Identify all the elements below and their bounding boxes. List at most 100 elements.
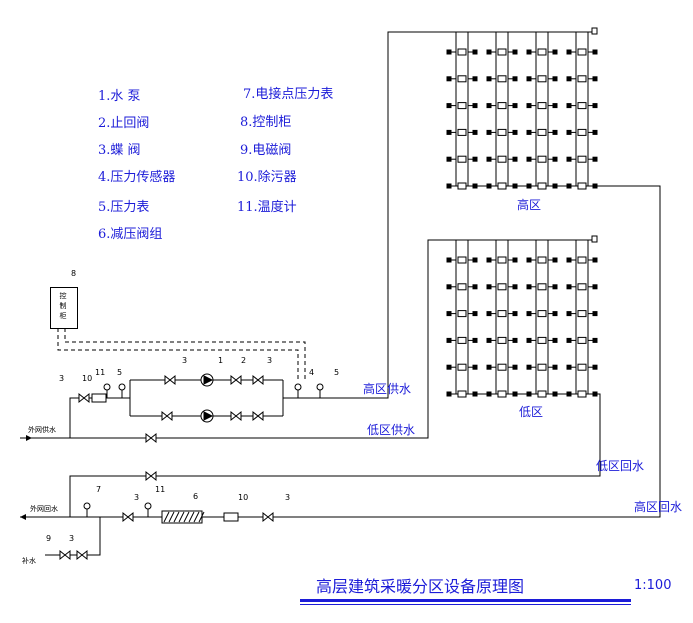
low-zone-radiator-2-2 (537, 310, 547, 318)
low-zone-valve-r-2-3 (552, 337, 558, 343)
butterfly-valve-return-1-body (122, 511, 134, 523)
high-zone-valve-r-3-3 (592, 129, 598, 135)
flow-arrow-supply (26, 435, 32, 441)
low-zone-valve-r-3-3 (592, 337, 598, 343)
butterfly-valve-upper-1-body (164, 374, 176, 386)
low-zone-grid (446, 235, 598, 398)
low-zone-valve-r-2-5 (552, 391, 558, 397)
low-zone-valve-r-1-4 (512, 364, 518, 370)
high-zone-valve-r-2-2 (552, 103, 558, 109)
tag-11-a: 11 (95, 368, 106, 377)
pipe-label-low-supply: 低区供水 (367, 423, 416, 437)
low-zone-radiator-1-2 (497, 310, 507, 318)
low-zone-radiator-2-4 (537, 363, 547, 371)
butterfly-valve-low-supply (145, 432, 157, 444)
low-zone-valve-r-1-2 (512, 311, 518, 317)
low-zone-radiator-0-1 (457, 283, 467, 291)
low-zone-valve-2-0 (526, 257, 532, 263)
pipe-label-low-return: 低区回水 (596, 459, 645, 473)
high-zone-radiator-3-1 (577, 75, 587, 83)
tag-2: 2 (241, 356, 247, 365)
high-zone-radiator-3-0 (577, 48, 587, 56)
low-zone-radiator-0-2 (457, 310, 467, 318)
low-zone-valve-r-3-5 (592, 391, 598, 397)
low-zone-radiator-2-1 (537, 283, 547, 291)
high-zone-valve-1-2 (486, 103, 492, 109)
tag-11-b: 11 (155, 485, 166, 494)
high-zone-valve-3-5 (566, 183, 572, 189)
butterfly-valve-low-return (145, 470, 157, 482)
high-zone-valve-0-4 (446, 156, 452, 162)
tag-3-c: 3 (59, 374, 65, 383)
tag-3-f: 3 (69, 534, 75, 543)
solenoid-valve-body (59, 549, 71, 561)
pressure-gauge-outlet (316, 383, 324, 398)
low-zone-valve-r-0-1 (472, 284, 478, 290)
low-zone-air-vent (591, 235, 598, 243)
butterfly-valve-upper-2 (252, 374, 264, 386)
title-underline-thin (300, 604, 631, 605)
high-zone-valve-1-0 (486, 49, 492, 55)
pressure-gauge-outlet-dial (316, 383, 324, 391)
low-zone-valve-3-4 (566, 364, 572, 370)
reducer-hatch-7 (198, 511, 205, 523)
pump-1 (200, 373, 214, 387)
high-zone-valve-2-5 (526, 183, 532, 189)
reducer-hatch-1 (168, 511, 175, 523)
low-zone-valve-1-2 (486, 311, 492, 317)
high-zone-valve-r-1-5 (512, 183, 518, 189)
high-zone-radiator-0-3 (457, 128, 467, 136)
pump-1-arrow (203, 375, 214, 385)
tag-3-d: 3 (134, 493, 140, 502)
high-zone-valve-r-3-0 (592, 49, 598, 55)
pressure-gauge-inlet (118, 383, 126, 398)
high-zone-valve-3-4 (566, 156, 572, 162)
high-zone-valve-r-2-4 (552, 156, 558, 162)
drawing-title: 高层建筑采暖分区设备原理图 (316, 577, 525, 596)
tag-7: 7 (96, 485, 102, 494)
high-zone-radiator-3-2 (577, 102, 587, 110)
high-zone-valve-r-3-2 (592, 103, 598, 109)
low-zone-valve-r-1-1 (512, 284, 518, 290)
thermometer-inlet (103, 383, 111, 398)
high-zone-radiator-1-4 (497, 155, 507, 163)
butterfly-valve-low-supply-body (145, 432, 157, 444)
high-zone-radiator-3-4 (577, 155, 587, 163)
high-zone-valve-r-0-4 (472, 156, 478, 162)
thermometer-inlet-dial (103, 383, 111, 391)
pipe-label-outer-supply: 外网供水 (28, 426, 56, 434)
high-zone-valve-1-4 (486, 156, 492, 162)
high-zone-radiator-3-3 (577, 128, 587, 136)
low-zone-valve-2-5 (526, 391, 532, 397)
low-zone-radiator-0-5 (457, 390, 467, 398)
tag-9: 9 (46, 534, 52, 543)
legend-item-9: 9.电磁阀 (240, 143, 292, 158)
flow-arrow-return (20, 514, 26, 520)
tag-3-b: 3 (267, 356, 273, 365)
high-zone-valve-r-3-1 (592, 76, 598, 82)
high-zone-radiator-1-3 (497, 128, 507, 136)
high-zone-valve-3-3 (566, 129, 572, 135)
low-zone-valve-1-0 (486, 257, 492, 263)
high-zone-valve-2-2 (526, 103, 532, 109)
butterfly-valve-upper-1 (164, 374, 176, 386)
high-zone-radiator-0-0 (457, 48, 467, 56)
legend-item-7: 7.电接点压力表 (243, 87, 334, 102)
butterfly-valve-makeup-body (76, 549, 88, 561)
tag-1: 1 (218, 356, 224, 365)
low-zone-valve-1-4 (486, 364, 492, 370)
legend-item-5: 5.压力表 (98, 200, 150, 215)
pressure-gauge-inlet-dial (118, 383, 126, 391)
high-zone-valve-3-2 (566, 103, 572, 109)
high-zone-valve-r-3-4 (592, 156, 598, 162)
low-zone-valve-2-4 (526, 364, 532, 370)
low-zone-valve-r-0-4 (472, 364, 478, 370)
high-zone-radiator-2-1 (537, 75, 547, 83)
drawing-scale: 1:100 (634, 578, 672, 593)
low-supply-pipe (70, 239, 592, 439)
high-zone-valve-r-0-2 (472, 103, 478, 109)
low-zone-radiator-0-0 (457, 256, 467, 264)
tag-6: 6 (193, 492, 199, 501)
tag-8: 8 (71, 269, 77, 278)
tag-5-a: 5 (117, 368, 123, 377)
